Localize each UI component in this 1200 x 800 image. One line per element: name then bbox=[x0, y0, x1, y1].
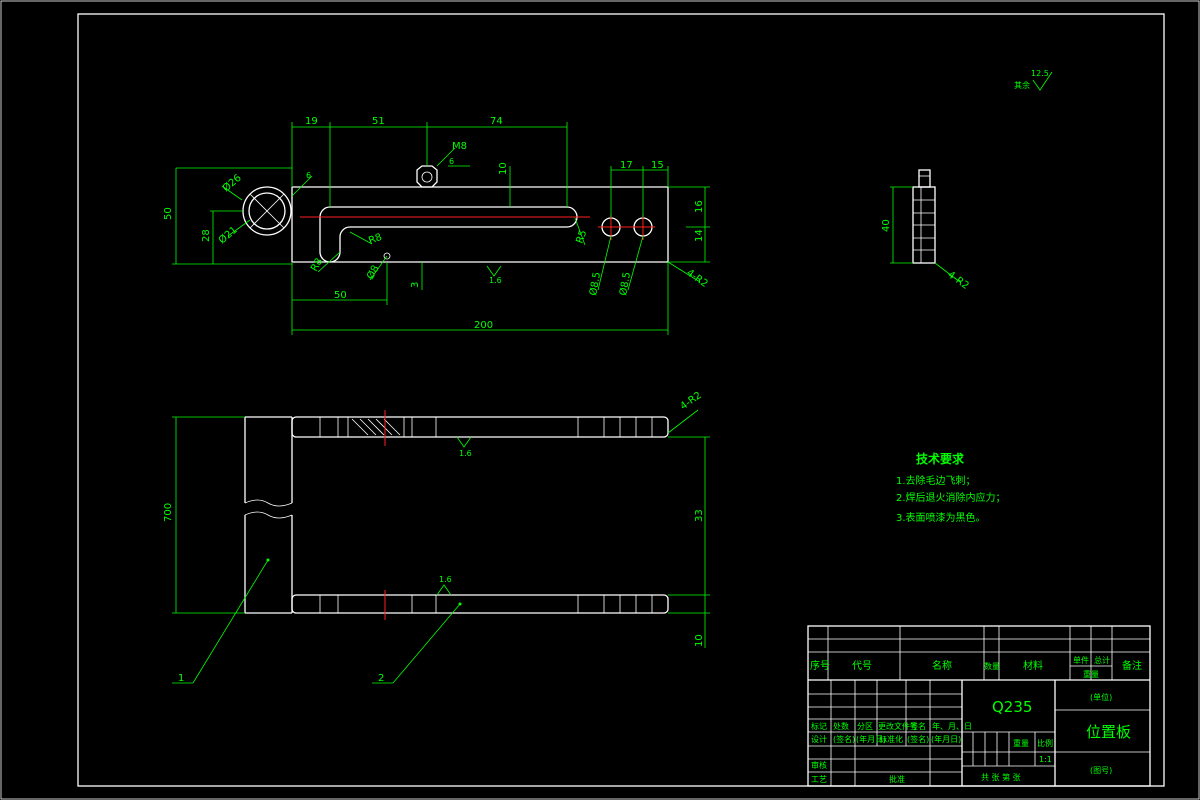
rev-sign: 签名 bbox=[910, 721, 926, 731]
row-design: 设计 bbox=[811, 734, 827, 744]
unit-name: (单位) bbox=[1090, 692, 1112, 702]
rev-count: 处数 bbox=[833, 721, 849, 731]
rev-date: 年、月、日 bbox=[932, 721, 972, 731]
label-phi8-5-b: Ø8.5 bbox=[617, 271, 633, 297]
label-six-a: 6 bbox=[306, 171, 311, 180]
row-process: 工艺 bbox=[811, 775, 827, 784]
dim-10-nut: 10 bbox=[498, 162, 509, 175]
label-4-r2-side: 4-R2 bbox=[678, 390, 703, 412]
rev-mark: 标记 bbox=[811, 721, 827, 731]
roughness-side-2: 1.6 bbox=[439, 575, 452, 584]
part-leader-1: 1 bbox=[178, 673, 184, 684]
col-material: 材料 bbox=[1023, 659, 1043, 672]
dim-19: 19 bbox=[305, 116, 318, 127]
row-ymd-2: (年月日) bbox=[931, 734, 961, 744]
dim-10-side: 10 bbox=[694, 634, 705, 647]
row-check: 审核 bbox=[811, 760, 827, 770]
tech-req-item-3: 3.表面喷漆为黑色。 bbox=[896, 511, 986, 524]
technical-requirements: 技术要求 1.去除毛边飞刺； 2.焊后退火消除内应力； 3.表面喷漆为黑色。 bbox=[896, 451, 1006, 524]
label-phi8-5-a: Ø8.5 bbox=[587, 271, 603, 297]
sheet-count: 共 张 第 张 bbox=[981, 772, 1021, 782]
dim-17: 17 bbox=[620, 160, 633, 171]
side-view: 700 33 10 1.6 1.6 4-R2 1 2 bbox=[163, 390, 710, 684]
dim-50-bottom: 50 bbox=[334, 290, 347, 301]
label-m8: M8 bbox=[452, 141, 467, 152]
roughness-side-1: 1.6 bbox=[459, 449, 472, 458]
label-4-r2-top: 4-R2 bbox=[684, 267, 709, 289]
dim-51: 51 bbox=[372, 116, 385, 127]
dim-15: 15 bbox=[651, 160, 664, 171]
col-qty: 数量 bbox=[984, 661, 1000, 671]
dim-28: 28 bbox=[201, 229, 212, 242]
material-value: Q235 bbox=[992, 698, 1032, 716]
corner-roughness-value: 12.5 bbox=[1031, 69, 1049, 78]
row-signname-2: (签名) bbox=[907, 734, 929, 744]
label-phi8: Ø8 bbox=[364, 263, 382, 281]
dim-200: 200 bbox=[474, 320, 493, 331]
dim-700: 700 bbox=[163, 503, 174, 522]
tech-req-item-2: 2.焊后退火消除内应力； bbox=[896, 491, 1006, 504]
stage-weight: 重量 bbox=[1013, 738, 1029, 748]
label-4-r2-end: 4-R2 bbox=[945, 269, 970, 291]
label-six-b: 6 bbox=[449, 157, 454, 166]
scale-value: 1:1 bbox=[1039, 755, 1052, 764]
dim-14: 14 bbox=[694, 229, 705, 242]
tech-req-item-1: 1.去除毛边飞刺； bbox=[896, 474, 976, 487]
corner-roughness: 其余 12.5 bbox=[1014, 69, 1053, 91]
label-phi26: Ø26 bbox=[220, 172, 244, 194]
top-view: 19 51 74 17 15 50 28 10 16 14 50 200 3 M… bbox=[163, 116, 710, 335]
dim-3: 3 bbox=[410, 282, 421, 288]
dim-40: 40 bbox=[881, 219, 892, 232]
tech-req-title: 技术要求 bbox=[916, 451, 965, 466]
dim-50-height: 50 bbox=[163, 207, 174, 220]
roughness-top: 1.6 bbox=[489, 276, 502, 285]
rev-zone: 分区 bbox=[857, 722, 873, 731]
col-weight: 重量 bbox=[1083, 669, 1099, 679]
col-code: 代号 bbox=[852, 660, 872, 672]
drawing-no: (图号) bbox=[1090, 766, 1112, 775]
row-std: 标准化 bbox=[879, 734, 903, 744]
col-name: 名称 bbox=[932, 659, 952, 672]
title-block: 序号 代号 名称 数量 材料 单件 总计 重量 备注 Q235 (单位) 位置板… bbox=[807, 625, 1151, 787]
part-leader-2: 2 bbox=[378, 673, 384, 684]
label-r8-b: R8 bbox=[367, 232, 383, 247]
label-r5: R5 bbox=[574, 229, 589, 245]
corner-roughness-label: 其余 bbox=[1014, 80, 1030, 90]
stage-scale: 比例 bbox=[1037, 738, 1053, 748]
dim-16: 16 bbox=[694, 200, 705, 213]
col-total: 总计 bbox=[1094, 655, 1110, 665]
rev-doc: 更改文件号 bbox=[878, 721, 918, 731]
row-approve: 批准 bbox=[889, 774, 905, 784]
inner-border bbox=[77, 13, 1165, 787]
dim-33: 33 bbox=[694, 509, 705, 522]
end-view: 40 4-R2 bbox=[881, 169, 971, 292]
label-phi21: Ø21 bbox=[216, 224, 240, 246]
col-remarks: 备注 bbox=[1122, 659, 1142, 672]
m8-nut bbox=[416, 165, 438, 188]
col-seq: 序号 bbox=[810, 659, 830, 672]
row-ymd: (年月日) bbox=[856, 734, 886, 744]
dim-74: 74 bbox=[490, 116, 503, 127]
drawing-name: 位置板 bbox=[1086, 723, 1131, 741]
row-signname: (签名) bbox=[833, 734, 855, 744]
col-single: 单件 bbox=[1073, 655, 1089, 665]
round-tube-inner bbox=[248, 192, 286, 230]
